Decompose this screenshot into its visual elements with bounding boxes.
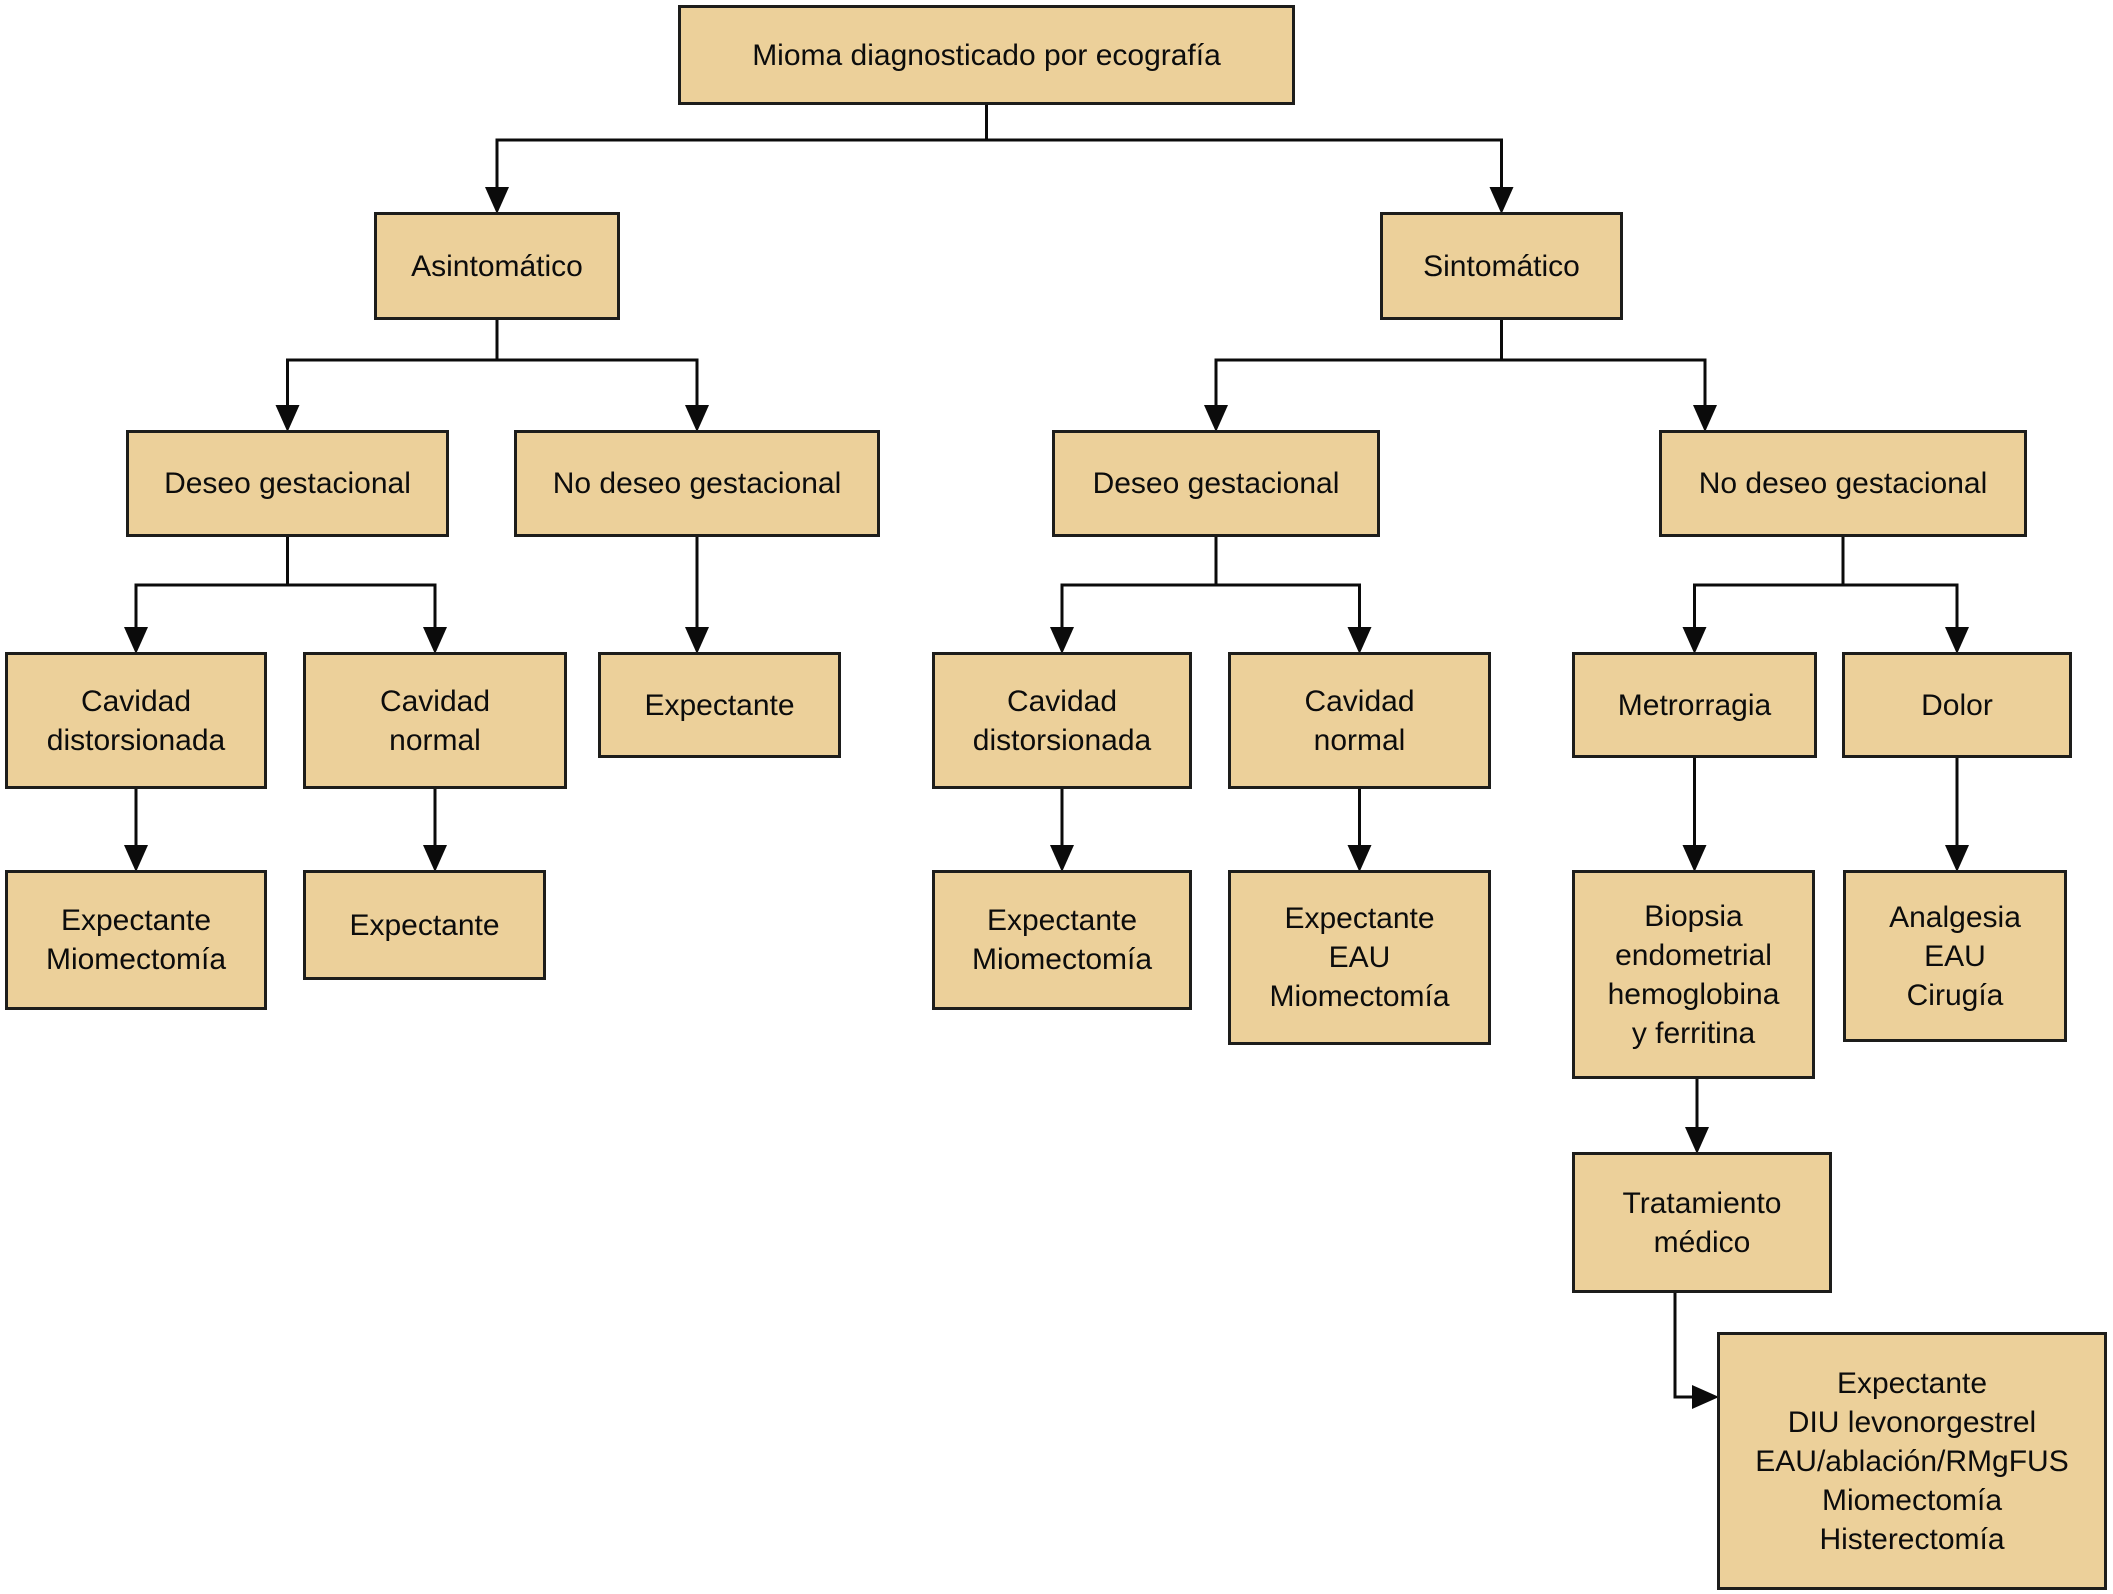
node-deseo-gestacional-sint: Deseo gestacional bbox=[1052, 430, 1380, 537]
node-tratamiento-opciones-label: Expectante bbox=[1836, 1366, 1988, 1400]
node-deseo-gestacional-asint: Deseo gestacional bbox=[126, 430, 449, 537]
arrowhead-biopsia-endometrial bbox=[1682, 845, 1707, 872]
node-biopsia-endometrial-label: y ferritina bbox=[1631, 1016, 1756, 1050]
node-metrorragia-label: Metrorragia bbox=[1617, 688, 1772, 722]
node-expectante-eau-miomectomia-label: Expectante bbox=[1284, 902, 1435, 935]
arrowhead-dolor bbox=[1945, 627, 1969, 654]
edge-sintomatico bbox=[1214, 318, 1707, 412]
node-expectante-eau-miomectomia-label: Miomectomía bbox=[1269, 980, 1450, 1013]
node-sintomatico: Sintomático bbox=[1380, 212, 1623, 320]
edge-deseo-gestacional-sint bbox=[1060, 535, 1361, 634]
node-tratamiento-opciones-label: Miomectomía bbox=[1821, 1483, 2003, 1517]
node-no-deseo-gestacional-asint: No deseo gestacional bbox=[514, 430, 880, 537]
node-expectante-miomectomia-1-label: Expectante bbox=[60, 904, 212, 937]
node-tratamiento-opciones-label: EAU/ablación/RMgFUS bbox=[1755, 1444, 2069, 1478]
arrowhead-sintomatico bbox=[1489, 187, 1514, 214]
arrowhead-expectante-miomectomia-2 bbox=[1050, 845, 1074, 872]
arrowhead-no-deseo-gestacional-sint bbox=[1693, 405, 1717, 432]
node-expectante-miomectomia-2-label: Expectante bbox=[986, 904, 1138, 937]
arrowhead-expectante-eau-miomectomia bbox=[1347, 845, 1372, 872]
node-biopsia-endometrial: Biopsia endometrial hemoglobina y ferritina bbox=[1572, 870, 1815, 1079]
node-expectante-eau-miomectomia-label: EAU bbox=[1328, 941, 1391, 974]
arrowhead-cavidad-normal-2 bbox=[1347, 627, 1372, 654]
node-cavidad-normal-2-label: Cavidad bbox=[1304, 684, 1415, 718]
node-analgesia-eau-cirugia-label: Analgesia bbox=[1889, 900, 2021, 934]
node-deseo-gestacional-asint-label: Deseo gestacional bbox=[164, 467, 411, 500]
edge-deseo-gestacional-asint bbox=[134, 535, 437, 634]
arrowhead-analgesia-eau-cirugia bbox=[1945, 845, 1969, 872]
node-no-deseo-gestacional-asint-label: No deseo gestacional bbox=[552, 467, 842, 500]
node-biopsia-endometrial-label: hemoglobina bbox=[1607, 977, 1780, 1011]
edge-no-deseo-gestacional-sint bbox=[1693, 535, 1959, 634]
arrowhead-expectante-1 bbox=[685, 627, 709, 654]
arrowhead-metrorragia bbox=[1682, 627, 1707, 654]
node-tratamiento-medico: Tratamiento médico bbox=[1572, 1152, 1832, 1293]
node-cavidad-normal-2: Cavidad normal bbox=[1228, 652, 1491, 789]
node-cavidad-normal-2-label: normal bbox=[1313, 723, 1406, 757]
node-dolor: Dolor bbox=[1842, 652, 2072, 758]
arrowhead-cavidad-distorsionada-2 bbox=[1050, 627, 1074, 654]
node-cavidad-distorsionada-2-label: Cavidad bbox=[1006, 684, 1118, 718]
node-expectante-1-label: Expectante bbox=[644, 688, 795, 722]
arrowhead-no-deseo-gestacional-asint bbox=[685, 405, 709, 432]
node-sintomatico-label: Sintomático bbox=[1423, 249, 1580, 283]
node-dolor-label: Dolor bbox=[1921, 688, 1993, 722]
node-expectante-miomectomia-2-label: Miomectomía bbox=[971, 943, 1153, 976]
edge-asintomatico bbox=[286, 318, 699, 412]
node-analgesia-eau-cirugia-label: EAU bbox=[1924, 939, 1986, 973]
node-tratamiento-opciones-label: Histerectomía bbox=[1819, 1522, 2005, 1556]
arrowhead-cavidad-distorsionada-1 bbox=[124, 627, 148, 654]
arrowhead-cavidad-normal-1 bbox=[423, 627, 447, 654]
node-tratamiento-opciones-label: DIU levonorgestrel bbox=[1787, 1405, 2037, 1439]
node-cavidad-normal-1-label: normal bbox=[389, 723, 481, 757]
node-cavidad-normal-1: Cavidad normal bbox=[303, 652, 567, 789]
node-deseo-gestacional-sint-label: Deseo gestacional bbox=[1092, 467, 1340, 500]
arrowhead-tratamiento-medico bbox=[1685, 1127, 1709, 1154]
arrowhead-tratamiento-opciones bbox=[1692, 1385, 1719, 1409]
node-expectante-1: Expectante bbox=[598, 652, 841, 758]
node-metrorragia: Metrorragia bbox=[1572, 652, 1817, 758]
node-cavidad-normal-1-label: Cavidad bbox=[379, 684, 491, 718]
node-cavidad-distorsionada-2-label: distorsionada bbox=[972, 723, 1152, 757]
node-tratamiento-medico-label: médico bbox=[1653, 1225, 1751, 1259]
node-asintomatico: Asintomático bbox=[374, 212, 620, 320]
node-cavidad-distorsionada-1-label: Cavidad bbox=[80, 684, 192, 718]
arrowhead-asintomatico bbox=[485, 187, 509, 214]
edge-tratamiento-medico-tratamiento-opciones bbox=[1673, 1291, 1699, 1399]
node-cavidad-distorsionada-1: Cavidad distorsionada bbox=[5, 652, 267, 789]
node-expectante-2-label: Expectante bbox=[349, 908, 500, 942]
node-tratamiento-medico-label: Tratamiento bbox=[1622, 1186, 1782, 1220]
arrowhead-deseo-gestacional-sint bbox=[1204, 405, 1228, 432]
arrowhead-deseo-gestacional-asint bbox=[275, 405, 300, 432]
node-biopsia-endometrial-label: endometrial bbox=[1615, 938, 1772, 972]
node-cavidad-distorsionada-1-label: distorsionada bbox=[46, 723, 226, 757]
node-no-deseo-gestacional-sint-label: No deseo gestacional bbox=[1698, 467, 1988, 500]
node-biopsia-endometrial-label: Biopsia bbox=[1644, 899, 1743, 933]
node-analgesia-eau-cirugia-label: Cirugía bbox=[1906, 978, 2004, 1012]
edge-mioma-root bbox=[495, 103, 1503, 194]
node-cavidad-distorsionada-2: Cavidad distorsionada bbox=[932, 652, 1192, 789]
arrowhead-expectante-2 bbox=[423, 845, 447, 872]
node-expectante-2: Expectante bbox=[303, 870, 546, 980]
node-asintomatico-label: Asintomático bbox=[411, 249, 583, 283]
node-mioma-root-label: Mioma diagnosticado por ecografía bbox=[752, 38, 1221, 72]
node-expectante-miomectomia-1-label: Miomectomía bbox=[45, 943, 227, 976]
arrowhead-expectante-miomectomia-1 bbox=[124, 845, 148, 872]
node-no-deseo-gestacional-sint: No deseo gestacional bbox=[1659, 430, 2027, 537]
node-mioma-root: Mioma diagnosticado por ecografía bbox=[678, 5, 1295, 105]
